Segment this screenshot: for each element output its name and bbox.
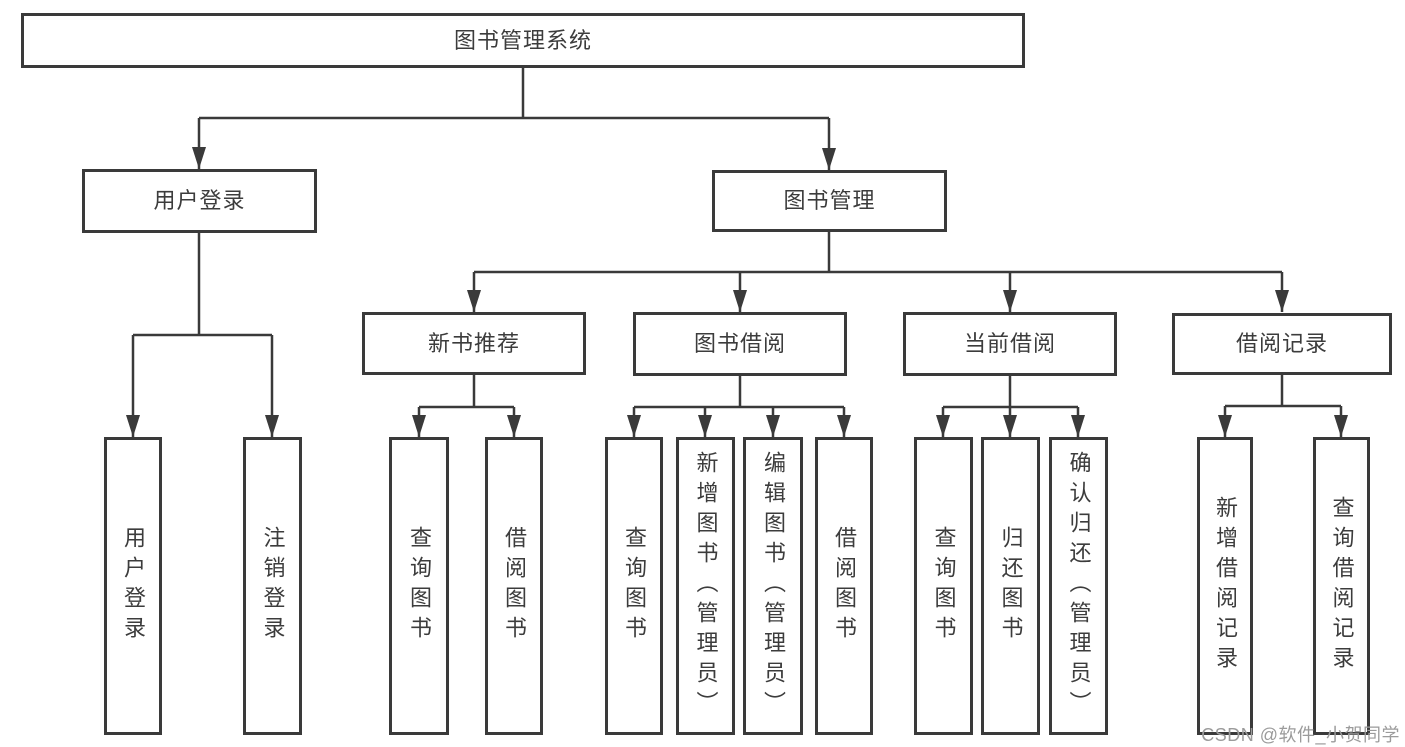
leaf-query-books-1: 查询图书 [389, 437, 449, 735]
leaf-borrow-books-2: 借阅图书 [815, 437, 873, 735]
node-root-system: 图书管理系统 [21, 13, 1025, 68]
leaf-query-borrow-record: 查询借阅记录 [1313, 437, 1370, 735]
leaf-borrow-books-1: 借阅图书 [485, 437, 543, 735]
arrowhead [733, 290, 747, 312]
node-book-management: 图书管理 [712, 170, 947, 232]
leaf-edit-books-admin: 编辑图书（管理员） [743, 437, 803, 735]
node-new-book-recommend: 新书推荐 [362, 312, 586, 375]
leaf-user-login: 用户登录 [104, 437, 162, 735]
arrowhead [412, 415, 426, 437]
arrowhead [507, 415, 521, 437]
arrowhead [1003, 290, 1017, 312]
connector-bookborrow-to-leaves [632, 375, 846, 437]
leaf-query-books-2: 查询图书 [605, 437, 663, 735]
connector-root-to-level2 [197, 68, 831, 170]
arrowhead [766, 415, 780, 437]
leaf-add-borrow-record: 新增借阅记录 [1197, 437, 1253, 735]
node-current-borrow: 当前借阅 [903, 312, 1117, 376]
arrowhead [698, 415, 712, 437]
leaf-logout: 注销登录 [243, 437, 302, 735]
arrowhead [265, 415, 279, 437]
arrowhead [936, 415, 950, 437]
node-borrow-records: 借阅记录 [1172, 313, 1392, 375]
connector-bookmgmt-to-level3 [472, 232, 1284, 312]
leaf-query-books-3: 查询图书 [914, 437, 973, 735]
arrowhead [1275, 290, 1289, 312]
connector-newbook-to-leaves [417, 375, 516, 437]
arrowhead [822, 148, 836, 170]
arrowhead [467, 290, 481, 312]
arrowhead [192, 147, 206, 169]
arrowhead [1071, 415, 1085, 437]
arrowhead [1218, 415, 1232, 437]
leaf-add-books-admin: 新增图书（管理员） [676, 437, 735, 735]
csdn-watermark: CSDN @软件_小贺同学 [1201, 725, 1400, 745]
arrowhead [126, 415, 140, 437]
node-user-login: 用户登录 [82, 169, 317, 233]
leaf-confirm-return-admin: 确认归还（管理员） [1049, 437, 1108, 735]
arrowhead [837, 415, 851, 437]
connector-records-to-leaves [1223, 375, 1343, 437]
node-book-borrow: 图书借阅 [633, 312, 847, 376]
arrowhead [1003, 415, 1017, 437]
connector-userlogin-to-leaves [131, 233, 274, 437]
arrowhead [627, 415, 641, 437]
leaf-return-books: 归还图书 [981, 437, 1040, 735]
arrowhead [1334, 415, 1348, 437]
